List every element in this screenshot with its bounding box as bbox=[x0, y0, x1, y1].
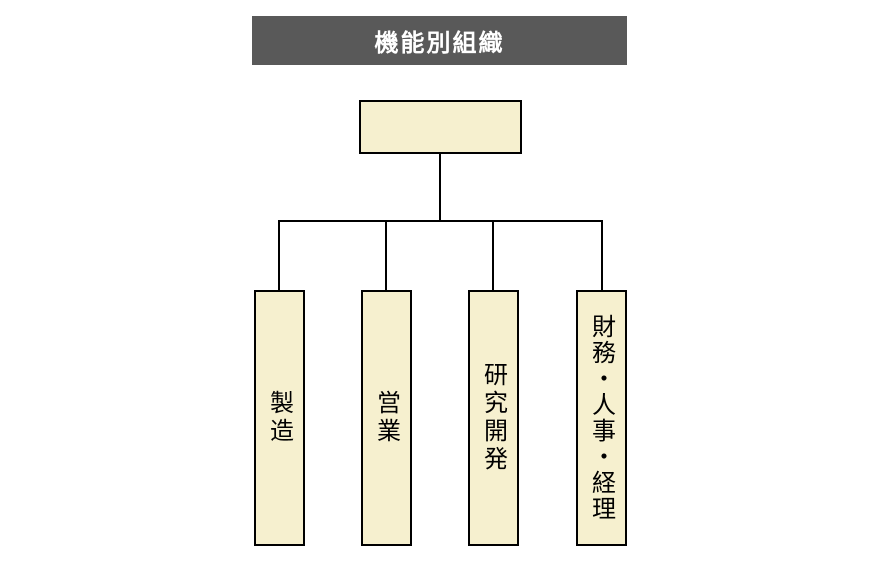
diagram-title: 機能別組織 bbox=[252, 16, 627, 65]
dept-zaimu-jinji-keiri-label: 財務・人事・経理 bbox=[587, 314, 616, 522]
connector-zaimu bbox=[601, 220, 603, 290]
connector-eigyou bbox=[385, 220, 387, 290]
branch-bar bbox=[278, 220, 603, 222]
dept-kenkyu-kaihatsu-label: 研究開発 bbox=[479, 362, 508, 474]
dept-seizou-label: 製造 bbox=[265, 390, 294, 446]
dept-zaimu-jinji-keiri: 財務・人事・経理 bbox=[576, 290, 627, 546]
dept-eigyou-label: 営業 bbox=[372, 390, 401, 446]
root-node bbox=[359, 100, 522, 154]
dept-seizou: 製造 bbox=[254, 290, 305, 546]
dept-kenkyu-kaihatsu: 研究開発 bbox=[468, 290, 519, 546]
connector-seizou bbox=[278, 220, 280, 290]
root-connector bbox=[439, 154, 441, 222]
dept-eigyou: 営業 bbox=[361, 290, 412, 546]
connector-kenkyu bbox=[492, 220, 494, 290]
